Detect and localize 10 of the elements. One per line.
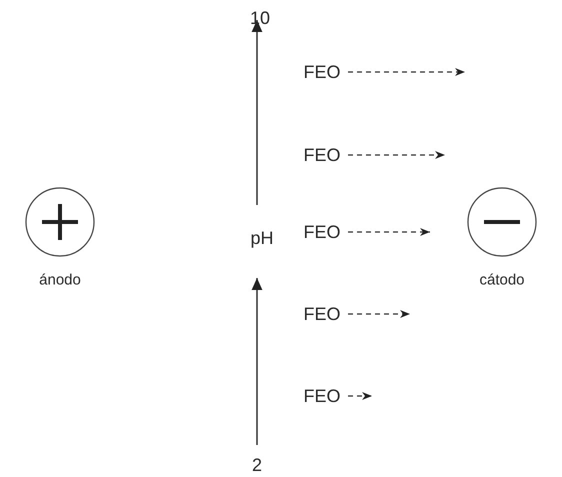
axis-title: pH — [250, 229, 274, 247]
axis-value: 2 — [252, 456, 262, 474]
electrode-label: ánodo — [39, 272, 81, 288]
axis-value: 10 — [250, 9, 270, 27]
molecule-label: FEO — [304, 305, 340, 323]
molecule-label: FEO — [304, 146, 340, 164]
molecule-label: FEO — [304, 223, 340, 241]
molecule-label: FEO — [304, 387, 340, 405]
molecule-label: FEO — [304, 63, 340, 81]
electrode-label: cátodo — [479, 272, 525, 288]
